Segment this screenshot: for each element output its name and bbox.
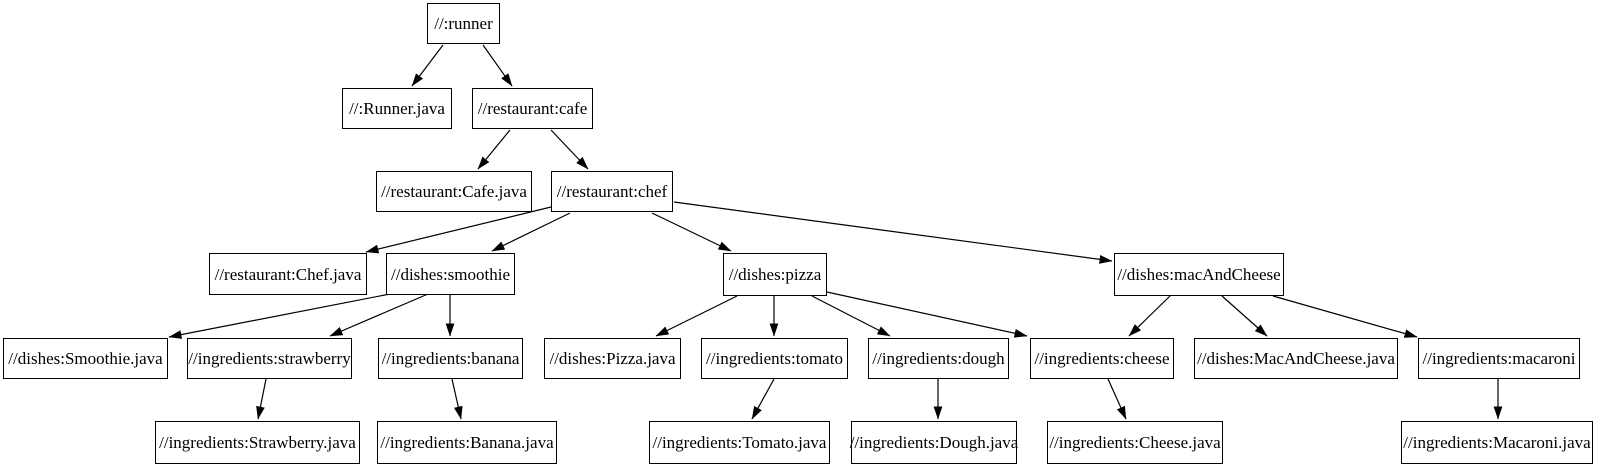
- graph-edge-chef-to-pizza: [651, 212, 732, 252]
- graph-edge-chef-to-smoothie: [491, 212, 571, 252]
- graph-node-smoothie: //dishes:smoothie: [386, 253, 515, 295]
- graph-node-pizza: //dishes:pizza: [723, 253, 827, 296]
- graph-node-runner-java: //:Runner.java: [342, 88, 452, 129]
- graph-edge-cafe-to-chef: [550, 129, 589, 170]
- graph-edge-cheese-to-cheese-java: [1107, 378, 1127, 420]
- graph-edge-pizza-to-pizza-java: [655, 295, 738, 337]
- graph-node-macaroni: //ingredients:macaroni: [1418, 338, 1580, 379]
- graph-edge-runner-to-runner-java: [411, 44, 444, 87]
- graph-edge-pizza-to-dough: [811, 295, 891, 337]
- graph-node-macandcheese: //dishes:macAndCheese: [1114, 253, 1284, 296]
- graph-node-strawberry-java: //ingredients:Strawberry.java: [155, 421, 360, 464]
- graph-edge-runner-to-cafe: [482, 44, 513, 87]
- graph-node-tomato: //ingredients:tomato: [701, 338, 848, 379]
- graph-node-dough: //ingredients:dough: [868, 338, 1009, 379]
- graph-node-cheese-java: //ingredients:Cheese.java: [1047, 421, 1223, 464]
- graph-node-dough-java: //ingredients:Dough.java: [850, 421, 1018, 464]
- graph-edge-macandcheese-to-cheese: [1128, 295, 1171, 337]
- graph-node-runner: //:runner: [427, 3, 500, 44]
- graph-node-cafe: //restaurant:cafe: [472, 88, 593, 129]
- graph-edge-banana-to-banana-java: [451, 378, 463, 420]
- graph-edge-pizza-to-cheese: [826, 291, 1028, 338]
- graph-node-tomato-java: //ingredients:Tomato.java: [649, 421, 830, 464]
- graph-node-cheese: //ingredients:cheese: [1030, 338, 1174, 379]
- graph-node-banana: //ingredients:banana: [378, 338, 523, 379]
- graph-edge-strawberry-to-strawberry-java: [256, 378, 267, 420]
- graph-edge-macandcheese-to-macandcheese-java: [1221, 295, 1268, 337]
- graph-node-chef: //restaurant:chef: [551, 171, 673, 212]
- graph-edge-cafe-to-cafe-java: [477, 129, 511, 170]
- graph-node-pizza-java: //dishes:Pizza.java: [544, 338, 681, 379]
- graph-edge-macandcheese-to-macaroni: [1272, 295, 1418, 338]
- graph-node-banana-java: //ingredients:Banana.java: [377, 421, 557, 464]
- graph-edge-chef-to-chef-java: [365, 206, 552, 254]
- graph-node-cafe-java: //restaurant:Cafe.java: [376, 171, 532, 212]
- graph-node-strawberry: //ingredients:strawberry: [187, 338, 352, 379]
- graph-edge-smoothie-to-strawberry: [329, 293, 429, 337]
- graph-edge-tomato-to-tomato-java: [751, 378, 775, 420]
- graph-node-macandcheese-java: //dishes:MacAndCheese.java: [1194, 338, 1398, 379]
- graph-node-smoothie-java: //dishes:Smoothie.java: [3, 338, 168, 379]
- graph-node-macaroni-java: //ingredients:Macaroni.java: [1401, 421, 1593, 464]
- graph-node-chef-java: //restaurant:Chef.java: [209, 253, 367, 295]
- graph-edge-smoothie-to-smoothie-java: [168, 293, 391, 339]
